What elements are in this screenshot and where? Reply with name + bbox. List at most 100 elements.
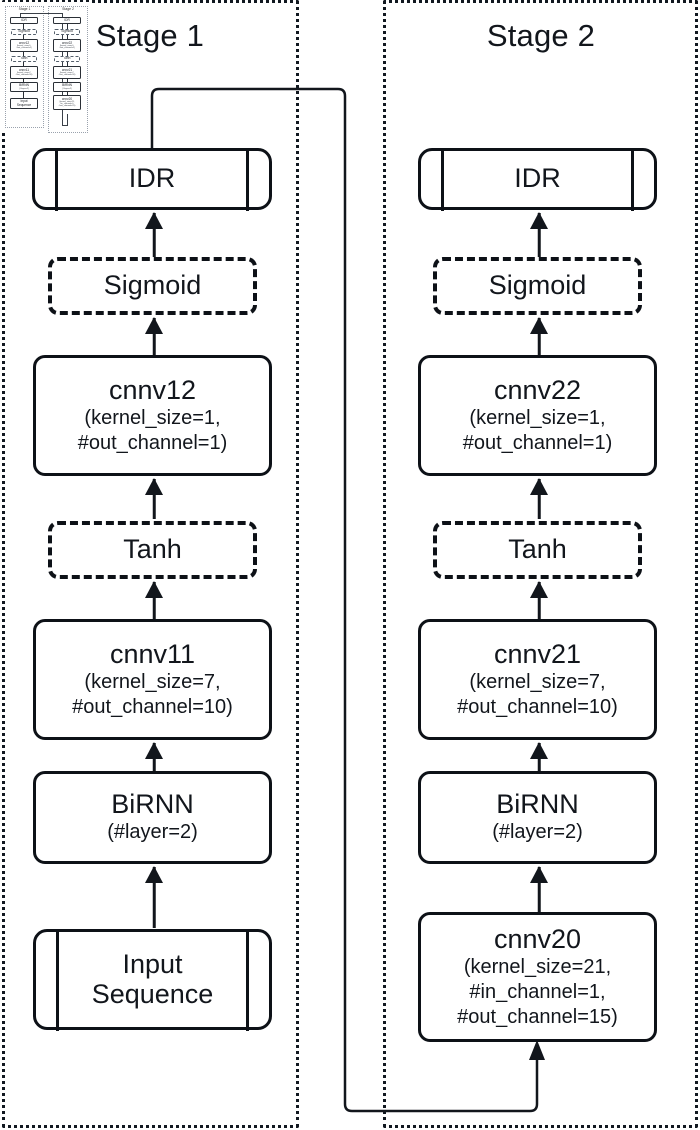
stage2-cnnv21-line1: (kernel_size=7, [469,670,606,693]
thumbnail-stage1-input-line1: Input [20,99,28,104]
thumbnail-feedback-seg1 [20,13,21,19]
thumbnail-arrow-2e [67,79,68,82]
thumbnail-arrow-1f [23,92,24,98]
thumbnail-stage2-cnnv20-line1: (kernel_size=21, [59,100,75,103]
thumbnail-stage2-sigmoid-label: Sigmoid [61,29,73,34]
stage1-cnnv12-line1: (kernel_size=1, [84,406,221,429]
thumbnail-arrow-2a [67,24,68,29]
thumbnail-arrow-2d [67,62,68,66]
stage1-sigmoid-label: Sigmoid [103,270,202,301]
thumbnail-stage2-birnn-title: BiRNN [62,83,72,88]
thumbnail-stage2-idr: IDR [53,17,81,24]
stage2-cnnv22-title: cnnv22 [493,374,582,405]
stage2-cnnv21-title: cnnv21 [493,638,582,669]
stage1-tanh-node[interactable]: Tanh [48,521,257,579]
thumbnail-stage1-idr-label: IDR [21,17,27,22]
stage2-sigmoid-node[interactable]: Sigmoid [433,257,642,315]
thumbnail-feedback-seg2 [20,13,63,14]
thumbnail-stage1-sigmoid: Sigmoid [11,29,37,35]
arrow-cnnv21-to-tanh [530,581,548,620]
thumbnail-stage2-cnnv22: cnnv22 (kernel_size=1, #out_channel=1) [53,39,81,52]
stage1-cnnv12-title: cnnv12 [108,374,197,405]
stage-1-title: Stage 1 [95,18,205,53]
arrow-cnnv22-to-sigmoid [530,317,548,356]
thumbnail-arrow-1d [23,62,24,66]
arrow-cnnv12-to-sigmoid [145,317,163,356]
stage-2-title: Stage 2 [486,18,596,53]
thumbnail-stage2-idr-label: IDR [64,17,70,22]
thumbnail-stage1-tanh: Tanh [11,56,37,62]
thumbnail-feedback-seg5 [67,114,68,126]
thumbnail-stage2-tanh-label: Tanh [63,56,71,61]
stage1-input-sequence-node[interactable]: Input Sequence [33,928,272,1031]
arrow-tanh-to-cnnv22 [530,478,548,519]
thumbnail-stage1-sigmoid-label: Sigmoid [18,29,30,34]
thumbnail-stage2-tanh: Tanh [54,56,80,62]
thumbnail-stage1-cnnv11: cnnv11 (kernel_size=7, #out_channel=10) [10,66,38,79]
thumbnail-arrow-1b [23,35,24,39]
thumbnail-stage2-cnnv22-line2: #out_channel=1) [59,47,75,50]
stage1-cnnv11-line2: #out_channel=10) [72,696,233,719]
arrow-tanh-to-cnnv12 [145,478,163,519]
stage1-idr-node[interactable]: IDR [32,147,272,211]
arrow-input-to-birnn [145,866,163,928]
stage2-birnn-title: BiRNN [496,789,579,820]
stage1-input-line1: Input [122,949,183,980]
stage2-birnn-node[interactable]: BiRNN (#layer=2) [418,771,657,864]
stage1-birnn-node[interactable]: BiRNN (#layer=2) [33,771,272,864]
stage1-cnnv11-node[interactable]: cnnv11 (kernel_size=7, #out_channel=10) [33,619,272,740]
thumbnail-stage1-cnnv11-line2: #out_channel=10) [15,74,33,77]
thumbnail-stage2-cnnv20: cnnv20 (kernel_size=21, #in_channel=1, #… [53,95,81,110]
thumbnail-stage2-birnn-sub: (#layer=2) [62,87,72,90]
thumbnail-stage1-cnnv12-line2: #out_channel=1) [16,47,32,50]
stage2-idr-label: IDR [514,163,561,194]
stage2-tanh-node[interactable]: Tanh [433,521,642,579]
thumbnail-stage1-idr: IDR [10,17,38,24]
thumbnail-stage1-birnn-title: BiRNN [19,83,29,88]
thumbnail-arrow-2c [67,52,68,56]
stage1-cnnv12-node[interactable]: cnnv12 (kernel_size=1, #out_channel=1) [33,355,272,476]
stage2-birnn-sub: (#layer=2) [492,821,583,844]
arrow-cnnv11-to-tanh [145,581,163,620]
stage2-cnnv21-node[interactable]: cnnv21 (kernel_size=7, #out_channel=10) [418,619,657,740]
thumbnail-feedback-seg4 [62,125,68,126]
stage1-cnnv11-title: cnnv11 [109,638,196,669]
thumbnail-stage2-cnnv20-title: cnnv20 [61,96,73,101]
thumbnail-stage1-cnnv11-title: cnnv11 [18,67,30,72]
stage2-cnnv20-node[interactable]: cnnv20 (kernel_size=21, #in_channel=1, #… [418,912,657,1042]
stage2-idr-node[interactable]: IDR [418,147,657,211]
thumbnail-stage1-input-line2: Sequence [16,102,32,107]
arrow-sigmoid-to-idr-stage2 [530,212,548,257]
thumbnail-stage1-birnn: BiRNN (#layer=2) [10,82,38,92]
diagram-thumbnail-preview[interactable]: Stage 1 Stage 2 IDR Sigmoid cnnv12 (kern… [2,2,90,133]
arrow-sigmoid-to-idr-stage1 [145,212,163,257]
stage1-birnn-sub: (#layer=2) [107,821,198,844]
stage2-tanh-label: Tanh [508,534,567,565]
stage2-cnnv21-line2: #out_channel=10) [457,696,618,719]
stage2-cnnv20-line1: (kernel_size=21, [463,955,612,978]
thumbnail-stage1-cnnv12-line1: (kernel_size=1, [16,44,32,47]
stage1-cnnv12-line2: #out_channel=1) [77,432,228,455]
thumbnail-stage2-birnn: BiRNN (#layer=2) [53,82,81,92]
stage2-cnnv20-line3: #out_channel=15) [457,1006,618,1029]
thumbnail-arrow-1e [23,79,24,82]
thumbnail-stage2-cnnv21-line2: #out_channel=10) [58,74,76,77]
thumbnail-stage-2-title: Stage 2 [62,7,74,11]
thumbnail-stage2-cnnv21-line1: (kernel_size=7, [59,71,75,74]
thumbnail-stage1-tanh-label: Tanh [20,56,28,61]
thumbnail-stage2-cnnv21: cnnv21 (kernel_size=7, #out_channel=10) [53,66,81,79]
stage2-sigmoid-label: Sigmoid [488,270,587,301]
stage1-sigmoid-node[interactable]: Sigmoid [48,257,257,315]
arrow-birnn-to-cnnv11-stage1 [145,742,163,771]
stage1-input-line2: Sequence [91,978,214,1009]
stage2-cnnv22-node[interactable]: cnnv22 (kernel_size=1, #out_channel=1) [418,355,657,476]
stage2-cnnv22-line2: #out_channel=1) [462,432,613,455]
thumbnail-arrow-2b [67,35,68,39]
thumbnail-stage2-cnnv20-line3: #out_channel=15) [58,105,76,108]
stage2-cnnv20-line2: #in_channel=1, [469,980,606,1003]
thumbnail-stage2-cnnv22-line1: (kernel_size=1, [59,44,75,47]
thumbnail-stage2-sigmoid: Sigmoid [54,29,80,35]
thumbnail-arrow-1a [23,24,24,29]
stage1-cnnv11-line1: (kernel_size=7, [84,670,221,693]
